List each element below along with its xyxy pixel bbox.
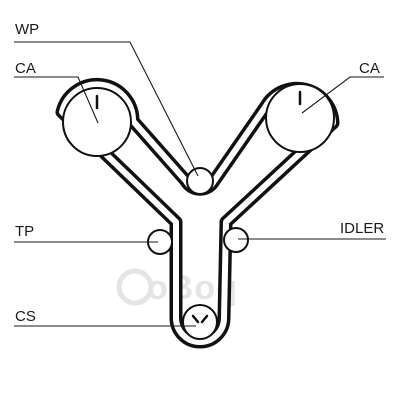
label-wp: WP (15, 21, 39, 38)
label-ca-left: CA (15, 60, 36, 77)
leader-ca-left (14, 76, 99, 124)
leader-ca-right (301, 76, 384, 114)
idler-pulley (223, 227, 249, 253)
watermark-logo-icon (116, 268, 154, 306)
water-pump-pulley (186, 167, 214, 195)
label-tp: TP (15, 223, 34, 240)
label-idler: IDLER (340, 220, 384, 237)
label-cs: CS (15, 308, 36, 325)
leader-lines (14, 41, 386, 327)
label-ca-right: CA (359, 60, 380, 77)
leader-wp (14, 41, 199, 177)
camshaft-pulley-right (265, 83, 335, 153)
crankshaft-pulley (182, 304, 218, 340)
